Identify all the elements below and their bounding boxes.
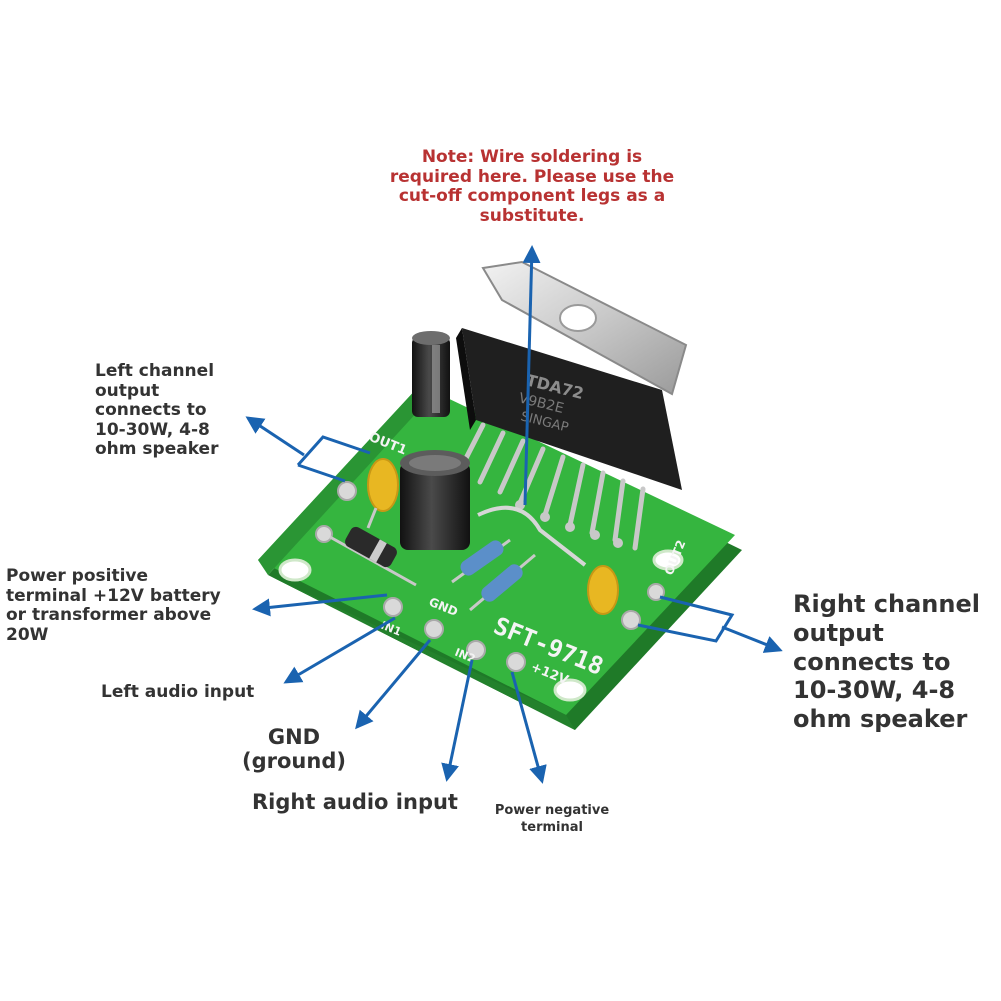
- ceramic-capacitor-left: [367, 458, 399, 512]
- label-line: or transformer above: [6, 605, 212, 626]
- label-line: Power negative: [494, 803, 610, 818]
- heatsink-hole: [559, 304, 597, 332]
- large-capacitor: [400, 450, 470, 550]
- right-in-arrow: [441, 659, 474, 782]
- pad-out1-b: [315, 525, 333, 543]
- mount-hole: [278, 558, 312, 582]
- label-line: GND: [267, 725, 321, 749]
- label-line: connects to: [793, 647, 951, 676]
- label-line: ohm speaker: [95, 439, 219, 460]
- label-line: terminal +12V battery: [6, 585, 221, 606]
- label-line: Right channel: [793, 590, 980, 618]
- power-negative-label: Power negative terminal: [482, 803, 622, 837]
- pad-out2-b: [621, 610, 641, 630]
- label-line: 10-30W, 4-8: [793, 676, 956, 705]
- label-line: ohm speaker: [793, 705, 968, 734]
- right-channel-output-label: Right channel output connects to 10-30W,…: [793, 590, 998, 734]
- pad-in-r: [466, 640, 486, 660]
- mount-hole: [652, 549, 684, 571]
- left-out-bracket: [296, 435, 371, 466]
- power-pos-arrow: [252, 593, 388, 617]
- diode: [329, 526, 417, 587]
- pad-vplus: [383, 597, 403, 617]
- note-line: cut-off component legs as a: [398, 186, 666, 207]
- label-line: 10-30W, 4-8: [95, 419, 210, 440]
- jumper-wire: [477, 505, 587, 567]
- note-line: Note: Wire soldering is: [421, 147, 643, 167]
- note-line: required here. Please use the: [389, 166, 675, 187]
- pad-vminus: [506, 652, 526, 672]
- power-positive-label: Power positive terminal +12V battery or …: [6, 566, 266, 645]
- label-line: Power positive: [6, 566, 149, 586]
- small-capacitor: [412, 331, 450, 417]
- resistor-1: [451, 538, 511, 584]
- left-channel-output-label: Left channel output connects to 10-30W, …: [95, 361, 295, 460]
- label-line: (ground): [242, 749, 346, 774]
- left-in-arrow: [283, 616, 396, 684]
- left-audio-input-label: Left audio input: [101, 682, 255, 702]
- mount-hole: [553, 678, 587, 702]
- label-line: 20W: [6, 624, 49, 645]
- left-out-arrow: [245, 416, 305, 457]
- note-arrow: [522, 245, 541, 506]
- right-out-arrow: [721, 625, 783, 653]
- callout-arrows: [245, 245, 783, 784]
- label-line: output: [793, 618, 884, 647]
- gnd-label: GND (ground): [234, 725, 354, 773]
- label-line: connects to: [95, 400, 207, 421]
- label-line: output: [95, 380, 160, 401]
- resistor-2: [469, 553, 536, 612]
- label-line: terminal: [521, 819, 583, 835]
- amplifier-chip: TDA72 V9B2E SINGAP: [456, 260, 688, 567]
- solder-pads: [315, 481, 665, 672]
- right-audio-input-label: Right audio input: [252, 790, 458, 814]
- pad-out1-a: [337, 481, 357, 501]
- pad-out2-a: [647, 583, 665, 601]
- note-line: substitute.: [479, 205, 585, 226]
- gnd-arrow: [355, 639, 432, 730]
- power-neg-arrow: [510, 671, 547, 784]
- ceramic-capacitor-right: [587, 565, 619, 615]
- label-line: Left channel: [95, 361, 215, 381]
- wire-soldering-note: Note: Wire soldering is required here. P…: [352, 147, 712, 226]
- pad-in-l: [424, 619, 444, 639]
- left-out-bracket-low: [297, 463, 346, 483]
